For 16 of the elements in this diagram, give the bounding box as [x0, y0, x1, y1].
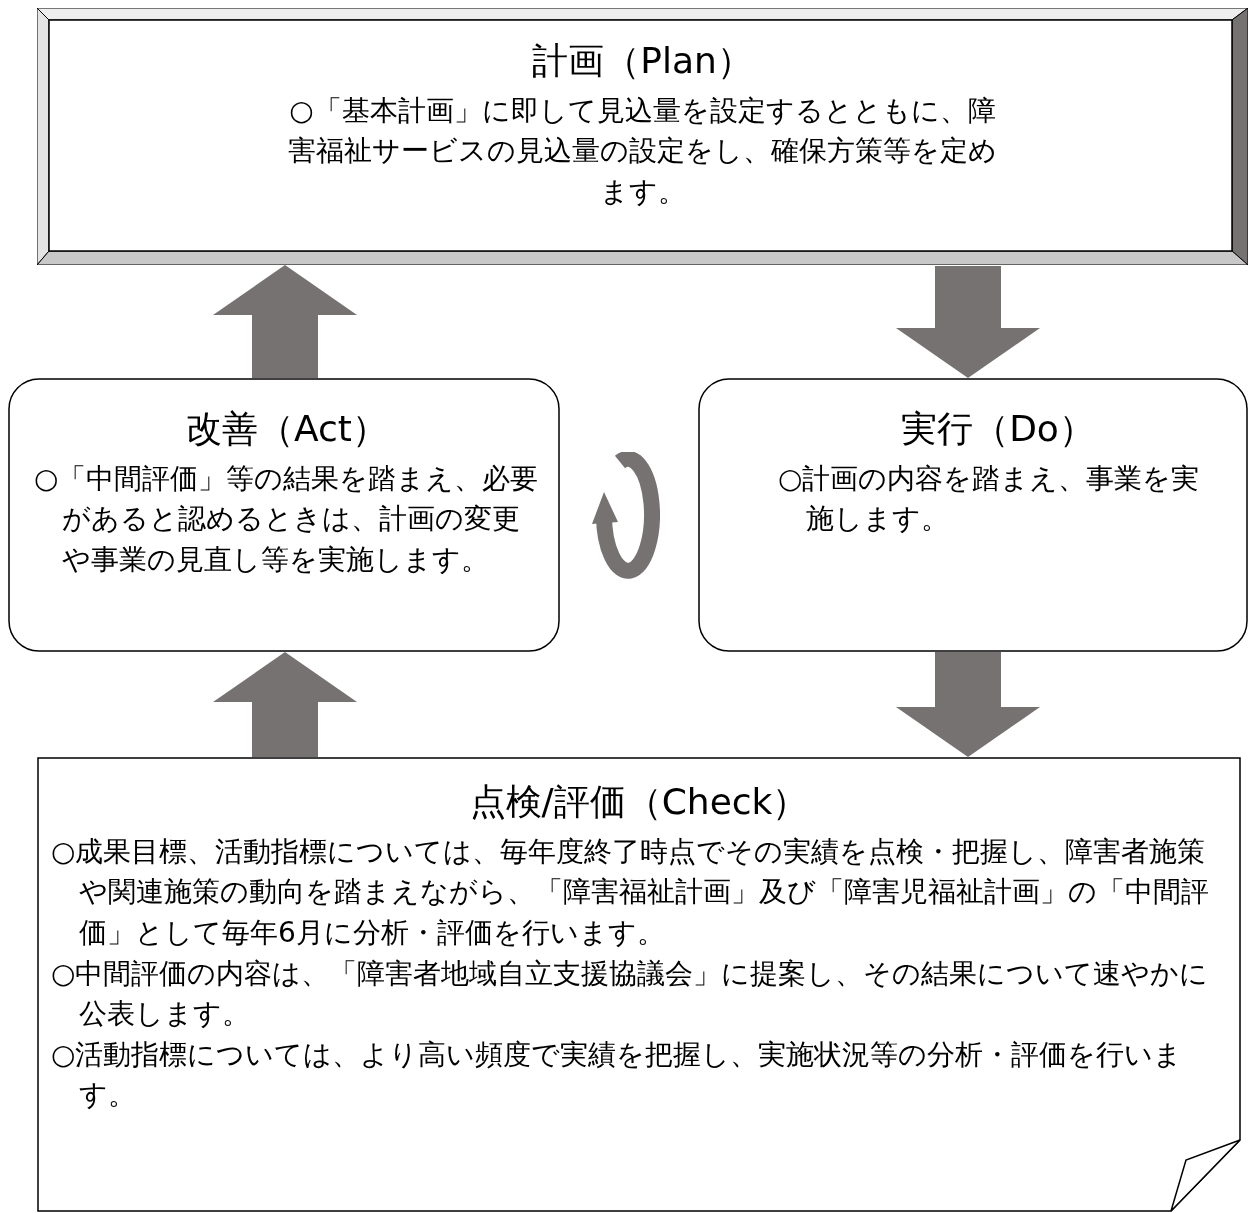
body-text: ○計画の内容を踏まえ、事業を実施します。: [778, 460, 1201, 538]
heading: 点検/評価（Check）: [468, 780, 810, 824]
block-arrow: [213, 265, 357, 378]
body-text: ○「中間評価」等の結果を踏まえ、必要があると認めるときは、計画の変更や事業の見直し等を実施します。: [34, 460, 540, 578]
block-arrow: [896, 652, 1040, 757]
body-text: ○活動指標については、より高い頻度で実績を把握し、実施状況等の分析・評価を行います。: [51, 1036, 1184, 1114]
block-arrow: [213, 652, 357, 757]
block-arrow: [896, 266, 1040, 378]
heading: 実行（Do）: [900, 407, 1096, 451]
rounded-box: [8, 378, 560, 652]
body-text: ○「基本計画」に即して見込量を設定するとともに、障害福祉サービスの見込量の設定をし、確保方策等を定めます。: [287, 92, 998, 210]
rounded-box: [698, 378, 1248, 652]
heading: 改善（Act）: [185, 407, 389, 451]
heading: 計画（Plan）: [531, 39, 754, 83]
body-text: ○中間評価の内容は、「障害者地域自立支援協議会」に提案し、その結果について速やかに公表します。: [51, 955, 1210, 1033]
body-text: ○成果目標、活動指標については、毎年度終了時点でその実績を点検・把握し、障害者施策や関連施策の動向を踏まえながら、「障害福祉計画」及び「障害児福祉計画」の「中間評価」として毎年6月に分析・評価を行います。: [51, 833, 1210, 951]
